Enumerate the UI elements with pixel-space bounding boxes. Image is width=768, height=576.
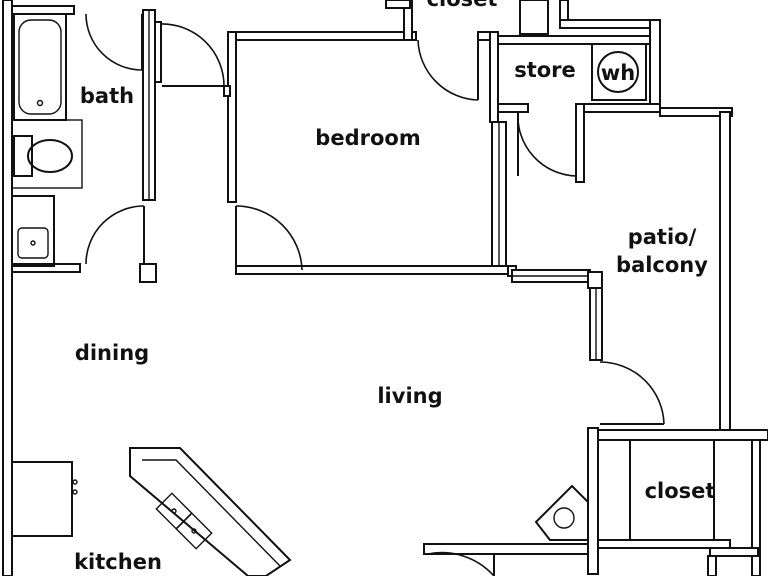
bathtub [13,13,67,121]
store-door [517,111,577,177]
closet-top-door [417,39,479,101]
room-label-dining: dining [74,341,150,365]
bath-door [85,13,145,265]
room-label-bedroom: bedroom [315,126,421,150]
room-label-closet-right: closet [644,479,716,503]
hall-door [159,23,231,97]
closet-right-doors [629,440,715,540]
room-label-living: living [377,384,443,408]
room-label-water-heater: wh [600,61,636,85]
room-label-balcony: balcony [616,253,708,277]
kitchen-counter-left [11,461,78,537]
bedroom-door [235,205,303,271]
room-label-kitchen: kitchen [74,550,162,574]
bath-vanity [11,195,55,267]
room-label-patio: patio/ [627,225,697,249]
water-heater-box [591,43,647,101]
room-label-store: store [514,58,576,82]
room-label-closet-top: closet [422,0,502,12]
laundry-appliance [534,484,589,541]
toilet [11,119,83,189]
kitchen-island [129,447,292,576]
patio-door [599,361,665,425]
bottom-door [427,551,495,576]
room-label-bath: bath [79,84,135,108]
